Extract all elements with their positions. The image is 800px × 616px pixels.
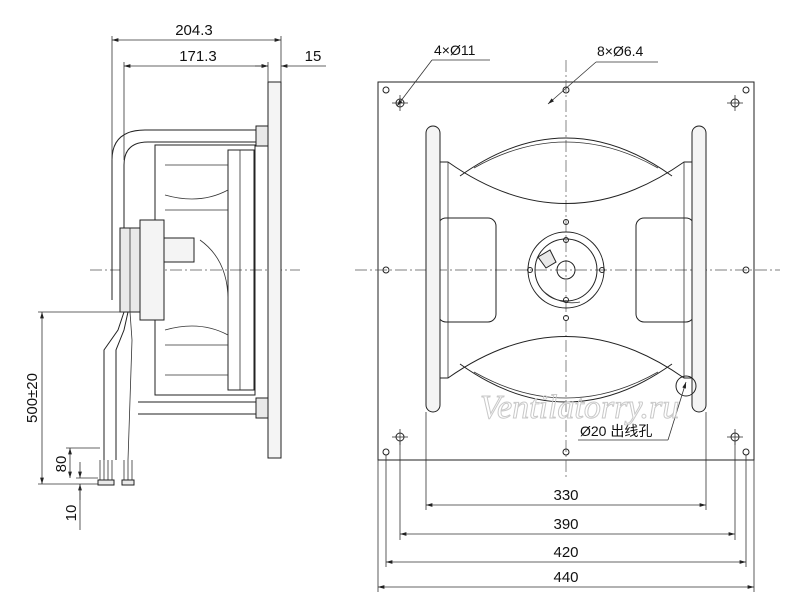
dim-330: 330 (553, 487, 578, 504)
dim-body-depth: 171.3 (179, 48, 217, 65)
note-large-holes: 4×Ø11 (434, 42, 476, 58)
side-top-rail-inner (123, 141, 258, 300)
front-inlet-top-outer (459, 137, 673, 177)
side-rail-clamp-bottom (255, 397, 269, 419)
cable-hole (675, 375, 697, 397)
side-motor-hub (139, 219, 165, 321)
front-connector (537, 249, 557, 269)
dim-420: 420 (553, 544, 578, 561)
dim-390: 390 (553, 516, 578, 533)
front-inlet-bottom-outer (459, 363, 673, 403)
side-mounting-plate (267, 81, 282, 459)
dim-lead-tip: 10 (63, 505, 80, 522)
dim-flange: 15 (305, 48, 322, 65)
side-cable-2 (115, 311, 129, 460)
side-cable-1 (103, 311, 125, 460)
front-motor-hub (527, 219, 605, 321)
dim-lead-strip: 80 (53, 456, 70, 473)
corner-holes (382, 86, 750, 456)
side-view: 204.3 171.3 15 500±20 80 10 (24, 22, 326, 530)
dim-440: 440 (553, 569, 578, 586)
front-rail-left (425, 125, 441, 413)
side-inlet-ring (227, 149, 255, 391)
side-rail-clamp-top (255, 125, 269, 147)
front-view: 4×Ø11 8×Ø6.4 Ø20 出线孔 330 390 420 440 (355, 42, 780, 592)
front-rail-right (691, 125, 707, 413)
side-motor-boss (163, 237, 195, 263)
dim-cable-length: 500±20 (24, 373, 41, 423)
dim-overall-depth: 204.3 (175, 22, 213, 39)
side-cable-3 (127, 311, 133, 461)
bottom-dimensions: 330 390 420 440 (377, 412, 755, 592)
note-cable-hole: Ø20 出线孔 (580, 423, 652, 439)
watermark: Ventilatorry.ru (480, 389, 679, 426)
note-small-holes: 8×Ø6.4 (597, 43, 644, 59)
side-cable-leads (97, 460, 135, 486)
